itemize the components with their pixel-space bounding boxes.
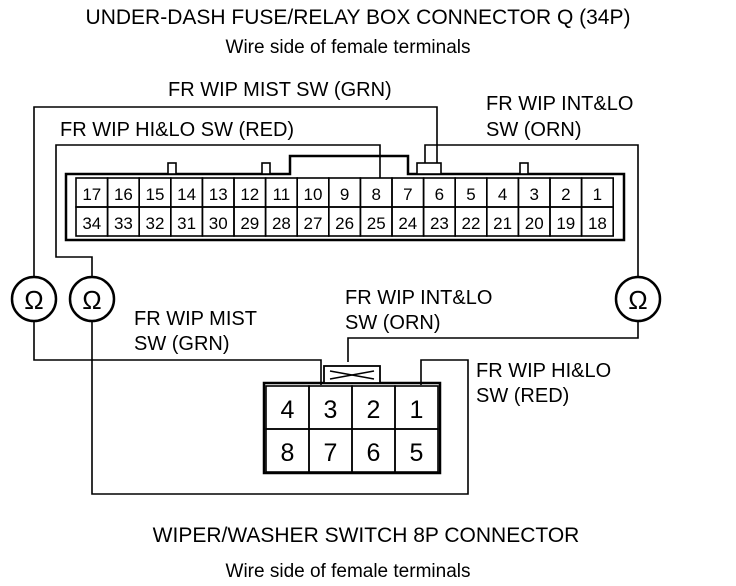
connector-q-pin-24: 24 [398,214,417,233]
connector-q-pin-28: 28 [272,214,291,233]
connector-8p-pin-6: 6 [367,439,381,467]
label-s-mist-1: FR WIP MIST [134,308,257,330]
connector-8p-pin-3: 3 [324,396,338,424]
label-s-intlo-2: SW (ORN) [345,312,441,334]
bottom-connector-title: WIPER/WASHER SWITCH 8P CONNECTOR [153,524,580,547]
connector-q-pin-20: 20 [525,214,544,233]
bottom-connector-subtitle: Wire side of female terminals [226,561,471,582]
label-q-mist: FR WIP MIST SW (GRN) [168,79,392,101]
ohmmeter-left-2: Ω [68,275,116,323]
top-connector-title: UNDER-DASH FUSE/RELAY BOX CONNECTOR Q (3… [86,6,631,29]
connector-q-pin-29: 29 [240,214,259,233]
wire-intlo-lower [347,322,639,362]
label-q-intlo-2: SW (ORN) [486,119,582,141]
wire-mist [33,106,438,277]
connector-q-pin-1: 1 [593,185,602,204]
connector-q-pin-27: 27 [304,214,323,233]
connector-8p-pin-2: 2 [367,396,381,424]
label-s-hilo-1: FR WIP HI&LO [476,360,611,382]
label-s-hilo-2: SW (RED) [476,385,569,407]
label-s-mist-2: SW (GRN) [134,333,230,355]
connector-q-pin-22: 22 [462,214,481,233]
connector-q-pin-16: 16 [114,185,133,204]
connector-8p: 4 3 2 1 8 7 6 5 [262,365,442,475]
connector-q-pin-23: 23 [430,214,449,233]
wire-intlo [424,144,639,277]
connector-8p-grid: 4 3 2 1 8 7 6 5 [265,385,439,473]
connector-8p-pin-1: 1 [410,396,424,424]
connector-q-pin-12: 12 [240,185,259,204]
connector-q-pin-6: 6 [435,185,444,204]
connector-q-pin-14: 14 [177,185,196,204]
ohm-icon: Ω [82,285,101,315]
ohmmeter-left-1: Ω [10,275,58,323]
connector-q-pin-31: 31 [177,214,196,233]
connector-q-pin-17: 17 [82,185,101,204]
connector-q-pin-7: 7 [403,185,412,204]
connector-q-pin-11: 11 [273,185,291,204]
connector-q-pin-13: 13 [209,185,228,204]
connector-q-pin-8: 8 [371,185,380,204]
connector-q-pin-18: 18 [588,214,607,233]
connector-8p-pin-7: 7 [324,439,338,467]
connector-q-pin-4: 4 [498,185,507,204]
connector-q-pin-30: 30 [209,214,228,233]
connector-8p-pin-8: 8 [281,439,295,467]
connector-q-pin-25: 25 [367,214,386,233]
label-q-intlo-1: FR WIP INT&LO [486,93,633,115]
connector-q-pin-3: 3 [529,185,538,204]
connector-q-cell [580,206,614,237]
label-q-hilo: FR WIP HI&LO SW (RED) [60,119,294,141]
connector-q-pin-33: 33 [114,214,133,233]
connector-q-pin-10: 10 [304,185,323,204]
ohm-icon: Ω [628,285,647,315]
connector-8p-pin-4: 4 [281,396,295,424]
connector-q-pin-9: 9 [340,185,349,204]
ohmmeter-right: Ω [614,275,662,323]
connector-q-pin-32: 32 [146,214,165,233]
connector-q-pin-15: 15 [146,185,165,204]
wire-mist-lower [33,322,322,385]
connector-8p-cell [394,428,439,473]
connector-q-pin-2: 2 [561,185,570,204]
label-s-intlo-1: FR WIP INT&LO [345,287,492,309]
connector-q-pin-34: 34 [82,214,101,233]
connector-8p-pin-5: 5 [410,439,424,467]
ohm-icon: Ω [24,285,43,315]
wire-hilo-lower [91,322,469,495]
top-connector-subtitle: Wire side of female terminals [226,37,471,58]
connector-q-pin-21: 21 [493,214,512,233]
connector-q-pin-19: 19 [556,214,575,233]
connector-q-pin-5: 5 [466,185,475,204]
connector-q-pin-26: 26 [335,214,354,233]
wire-hilo [55,144,381,277]
